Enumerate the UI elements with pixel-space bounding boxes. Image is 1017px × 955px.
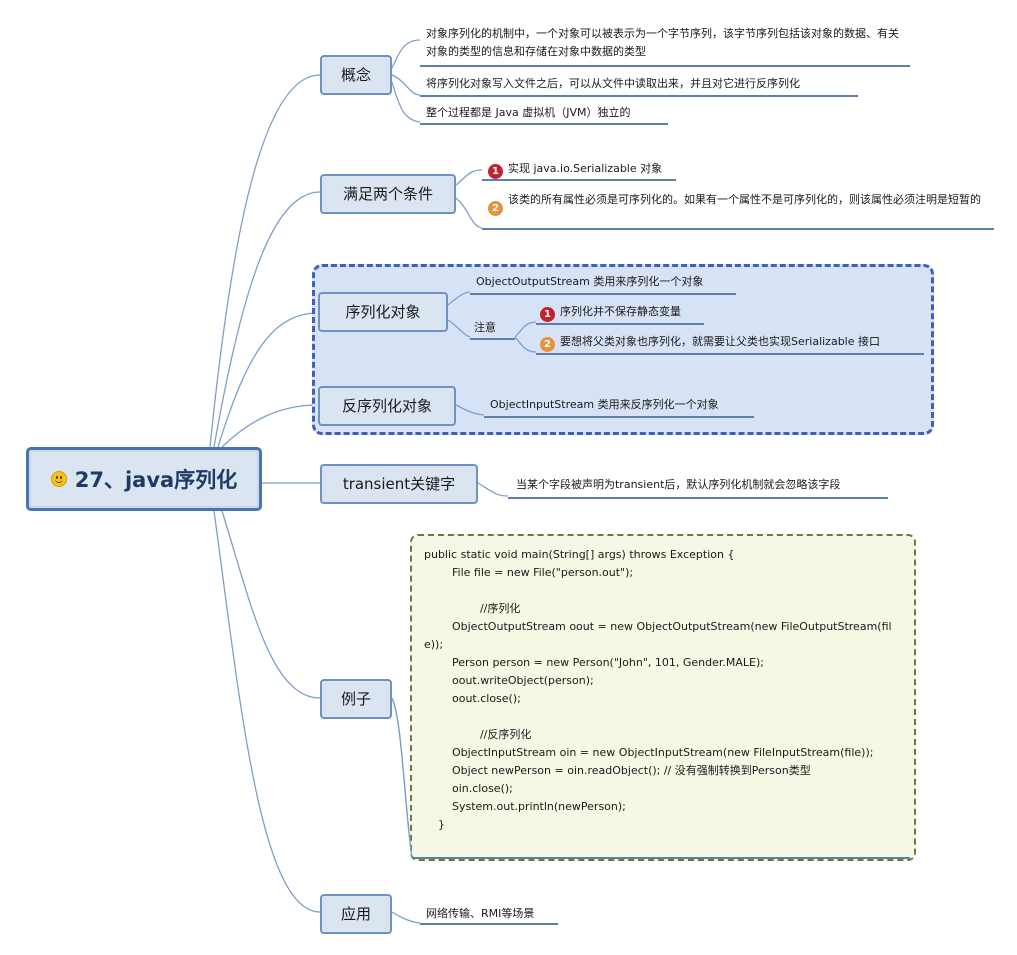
priority-2-icon: 2 <box>540 337 555 352</box>
branch-transient-label: transient关键字 <box>342 475 456 493</box>
branch-concept-label: 概念 <box>340 66 371 84</box>
code-line: Object newPerson = oin.readObject(); // … <box>424 764 811 777</box>
concept-item-3: 整个过程都是 Java 虚拟机（JVM）独立的 <box>426 106 631 119</box>
code-line <box>424 582 908 600</box>
concept-item-1: 对象序列化的机制中，一个对象可以被表示为一个字节序列，该字节序列包括该对象的数据… <box>426 27 899 58</box>
serialize-desc: ObjectOutputStream 类用来序列化一个对象 <box>476 275 704 288</box>
connector-serialize <box>217 312 319 448</box>
priority-1-icon: 1 <box>540 307 555 322</box>
application-desc: 网络传输、RMI等场景 <box>426 907 535 920</box>
code-line: File file = new File("person.out"); <box>424 566 634 579</box>
branch-transient[interactable]: transient关键字 <box>320 464 478 504</box>
branch-deserialize[interactable]: 反序列化对象 <box>318 386 456 426</box>
transient-desc: 当某个字段被声明为transient后，默认序列化机制就会忽略该字段 <box>516 478 841 491</box>
branch-example[interactable]: 例子 <box>320 679 392 719</box>
code-line: //序列化 <box>424 602 521 615</box>
code-example: public static void main(String[] args) t… <box>424 546 908 834</box>
branch-conditions[interactable]: 满足两个条件 <box>320 174 456 214</box>
condition-item-2-text: 该类的所有属性必须是可序列化的。如果有一个属性不是可序列化的，则该属性必须注明是… <box>508 193 981 206</box>
branch-conditions-label: 满足两个条件 <box>342 185 433 203</box>
condition-item-1: 1 实现 java.io.Serializable 对象 <box>488 160 662 179</box>
branch-example-label: 例子 <box>340 690 371 708</box>
serialize-note-2: 2 要想将父类对象也序列化，就需要让父类也实现Serializable 接口 <box>540 333 880 352</box>
code-line: public static void main(String[] args) t… <box>424 548 735 561</box>
code-example-background <box>410 534 916 861</box>
code-line: Person person = new Person("John", 101, … <box>424 656 764 669</box>
code-line: oin.close(); <box>424 782 513 795</box>
code-line: ObjectOutputStream oout = new ObjectOutp… <box>424 620 892 651</box>
code-line: oout.writeObject(person); <box>424 674 594 687</box>
branch-application-label: 应用 <box>340 905 371 923</box>
root-title: 27、java序列化 <box>74 468 238 492</box>
connector-concept <box>209 74 321 448</box>
connector-example <box>221 510 321 699</box>
code-line: ObjectInputStream oin = new ObjectInputS… <box>424 746 874 759</box>
code-line <box>424 708 908 726</box>
connector-deserialize <box>221 404 319 448</box>
serialize-note-1-text: 序列化并不保存静态变量 <box>560 305 681 318</box>
priority-1-icon: 1 <box>488 164 503 179</box>
branch-serialize-label: 序列化对象 <box>345 303 421 321</box>
code-line: oout.close(); <box>424 692 521 705</box>
code-line: } <box>424 818 445 831</box>
condition-item-2: 2 该类的所有属性必须是可序列化的。如果有一个属性不是可序列化的，则该属性必须注明… <box>488 191 988 216</box>
branch-serialize[interactable]: 序列化对象 <box>318 292 448 332</box>
smile-emoji-icon <box>50 471 67 487</box>
connector-application <box>213 510 321 913</box>
branch-deserialize-label: 反序列化对象 <box>341 397 432 415</box>
branch-application[interactable]: 应用 <box>320 894 392 934</box>
serialize-note-1: 1 序列化并不保存静态变量 <box>540 303 681 322</box>
connector-conditions <box>213 191 321 448</box>
deserialize-desc: ObjectInputStream 类用来反序列化一个对象 <box>490 398 719 411</box>
serialize-note-2-text: 要想将父类对象也序列化，就需要让父类也实现Serializable 接口 <box>560 335 880 348</box>
priority-2-icon: 2 <box>488 201 503 216</box>
code-line: System.out.println(newPerson); <box>424 800 626 813</box>
condition-item-1-text: 实现 java.io.Serializable 对象 <box>508 162 663 175</box>
branch-concept[interactable]: 概念 <box>320 55 392 95</box>
serialize-note-label: 注意 <box>474 321 496 334</box>
code-line: //反序列化 <box>424 728 532 741</box>
concept-item-2: 将序列化对象写入文件之后，可以从文件中读取出来，并且对它进行反序列化 <box>426 77 800 90</box>
root-topic[interactable]: 27、java序列化 <box>26 447 262 511</box>
